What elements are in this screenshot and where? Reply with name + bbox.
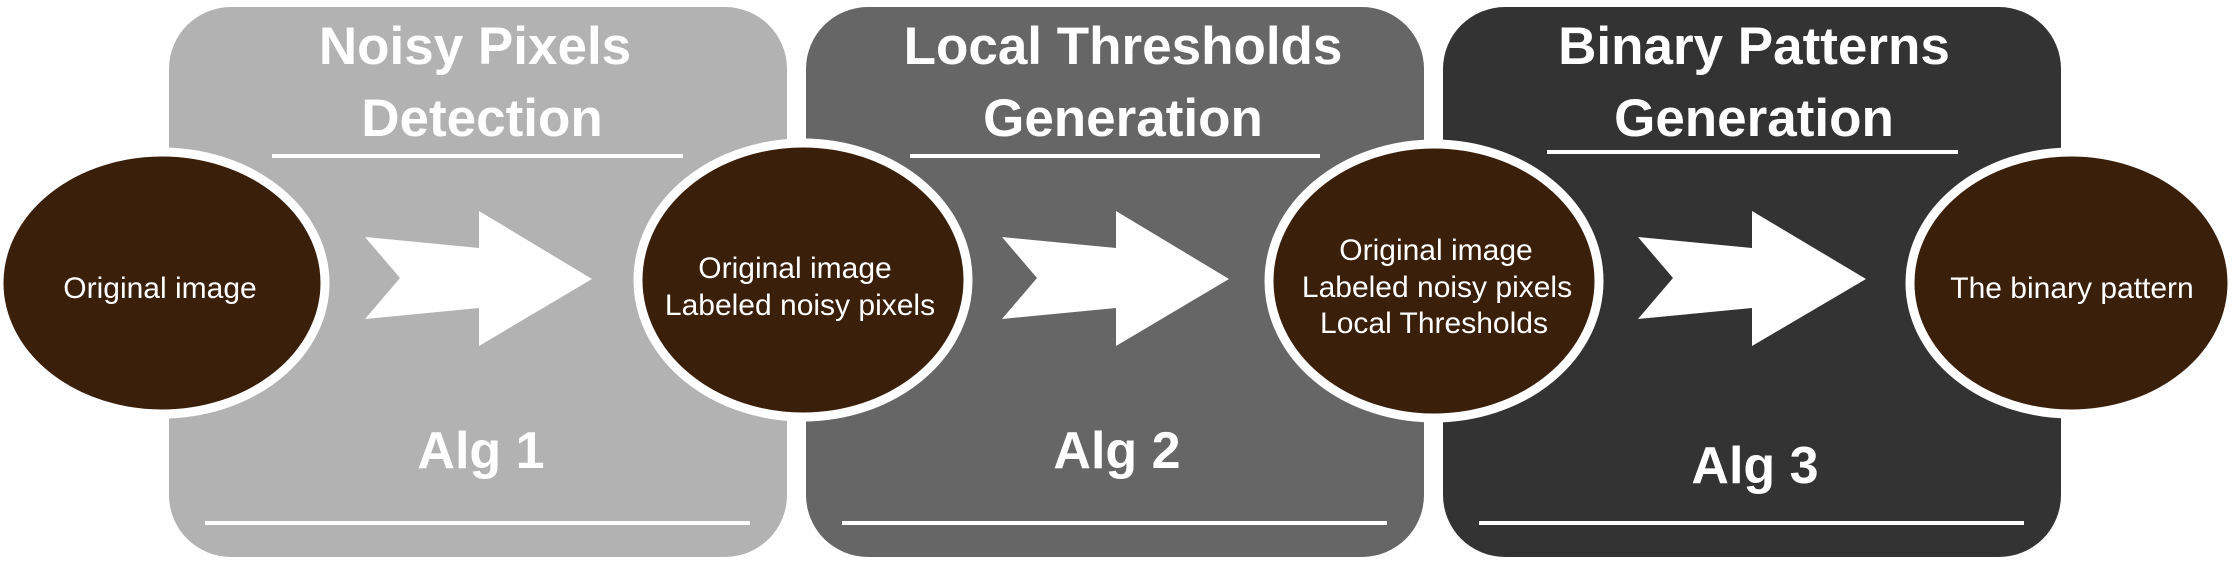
node-3-line-2: Labeled noisy pixels bbox=[1302, 271, 1572, 304]
stage-2: Local Thresholds Generation Alg 2 bbox=[806, 7, 1424, 557]
stage-1-arrow-icon bbox=[365, 211, 592, 346]
stage-2-arrow-icon bbox=[1002, 211, 1229, 346]
node-1-line-1: Original image bbox=[63, 272, 256, 305]
stage-2-title-line-1: Local Thresholds bbox=[904, 17, 1343, 76]
node-2: Original image Labeled noisy pixels bbox=[633, 138, 973, 422]
node-3: Original image Labeled noisy pixels Loca… bbox=[1264, 139, 1604, 423]
stage-1-title-line-2: Detection bbox=[361, 89, 602, 148]
stage-3-arrow-icon bbox=[1638, 211, 1866, 346]
stage-2-title-line-2: Generation bbox=[983, 89, 1263, 148]
node-4: The binary pattern bbox=[1905, 147, 2234, 419]
stage-2-algorithm-label: Alg 2 bbox=[1053, 422, 1180, 480]
node-2-line-1: Original image bbox=[698, 252, 891, 285]
node-3-ellipse bbox=[1264, 139, 1604, 423]
node-2-ellipse bbox=[633, 138, 973, 422]
stage-1-algorithm-label: Alg 1 bbox=[417, 422, 544, 480]
stage-1-title-line-1: Noisy Pixels bbox=[319, 17, 631, 76]
node-2-line-2: Labeled noisy pixels bbox=[665, 289, 935, 322]
node-3-line-1: Original image bbox=[1339, 234, 1532, 267]
node-4-line-1: The binary pattern bbox=[1950, 272, 2193, 305]
stage-3: Binary Patterns Generation Alg 3 bbox=[1443, 7, 2061, 557]
node-3-line-3: Local Thresholds bbox=[1320, 307, 1548, 340]
stage-3-title-line-1: Binary Patterns bbox=[1558, 17, 1950, 76]
node-1-ellipse bbox=[0, 147, 330, 419]
stage-3-algorithm-label: Alg 3 bbox=[1691, 437, 1818, 495]
stage-1: Noisy Pixels Detection Alg 1 bbox=[169, 7, 787, 557]
stage-3-title-line-2: Generation bbox=[1614, 89, 1894, 148]
node-1: Original image bbox=[0, 147, 330, 419]
node-4-ellipse bbox=[1905, 147, 2234, 419]
